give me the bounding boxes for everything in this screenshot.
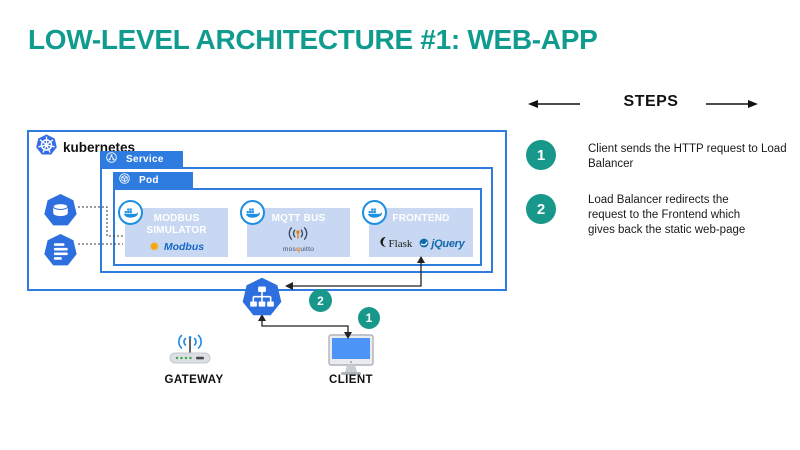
gateway-label: GATEWAY <box>164 374 224 386</box>
container-frontend: FRONTEND Flask jQuery <box>369 208 473 257</box>
gateway-router-icon <box>166 333 214 372</box>
jquery-logo: jQuery <box>419 235 465 253</box>
service-tab: Service <box>100 151 183 167</box>
steps-header: STEPS <box>623 93 679 110</box>
step-2-text: Load Balancer redirects the request to t… <box>588 194 746 236</box>
mosquitto-antenna-icon <box>284 226 312 246</box>
modbus-logo: ✹ Modbus <box>125 240 228 253</box>
container-title: MQTT BUS <box>271 213 326 224</box>
container-modbus-simulator: MODBUS SIMULATOR ✹ Modbus <box>125 208 228 257</box>
mosquitto-logo-text: mosquitto <box>282 246 315 253</box>
load-balancer-icon <box>242 277 282 323</box>
container-title: FRONTEND <box>392 213 450 224</box>
pod-label: Pod <box>139 174 159 186</box>
docker-icon <box>240 200 265 225</box>
kubernetes-icon <box>36 134 57 161</box>
flask-horn-icon <box>378 235 387 253</box>
client-monitor-icon <box>328 334 374 381</box>
modbus-star-icon: ✹ <box>148 239 160 254</box>
storage-resource-icon <box>44 193 77 233</box>
step-2-badge: 2 <box>526 194 556 224</box>
client-label: CLIENT <box>329 374 373 386</box>
page-title: LOW-LEVEL ARCHITECTURE #1: WEB-APP <box>28 24 598 55</box>
flow-step-2-badge: 2 <box>309 289 332 312</box>
docker-icon <box>362 200 387 225</box>
modbus-logo-text: Modbus <box>163 240 205 253</box>
frontend-logos: Flask jQuery <box>369 235 473 253</box>
step-1-text: Client sends the HTTP request to Load Ba… <box>588 143 787 170</box>
mosquitto-logo: mosquitto <box>247 226 350 253</box>
flask-logo-text: Flask <box>388 238 413 250</box>
flow-step-1-badge: 1 <box>358 307 380 329</box>
service-icon <box>106 150 117 168</box>
docker-icon <box>118 200 143 225</box>
pod-tab: Pod <box>113 172 193 188</box>
pod-icon <box>119 171 130 189</box>
config-resource-icon <box>44 233 77 273</box>
service-label: Service <box>126 153 164 165</box>
flask-logo: Flask <box>378 235 413 253</box>
jquery-swirl-icon <box>419 235 429 253</box>
jquery-logo-text: jQuery <box>431 238 465 250</box>
container-title: MODBUS SIMULATOR <box>146 213 207 236</box>
step-1-badge: 1 <box>526 140 556 170</box>
